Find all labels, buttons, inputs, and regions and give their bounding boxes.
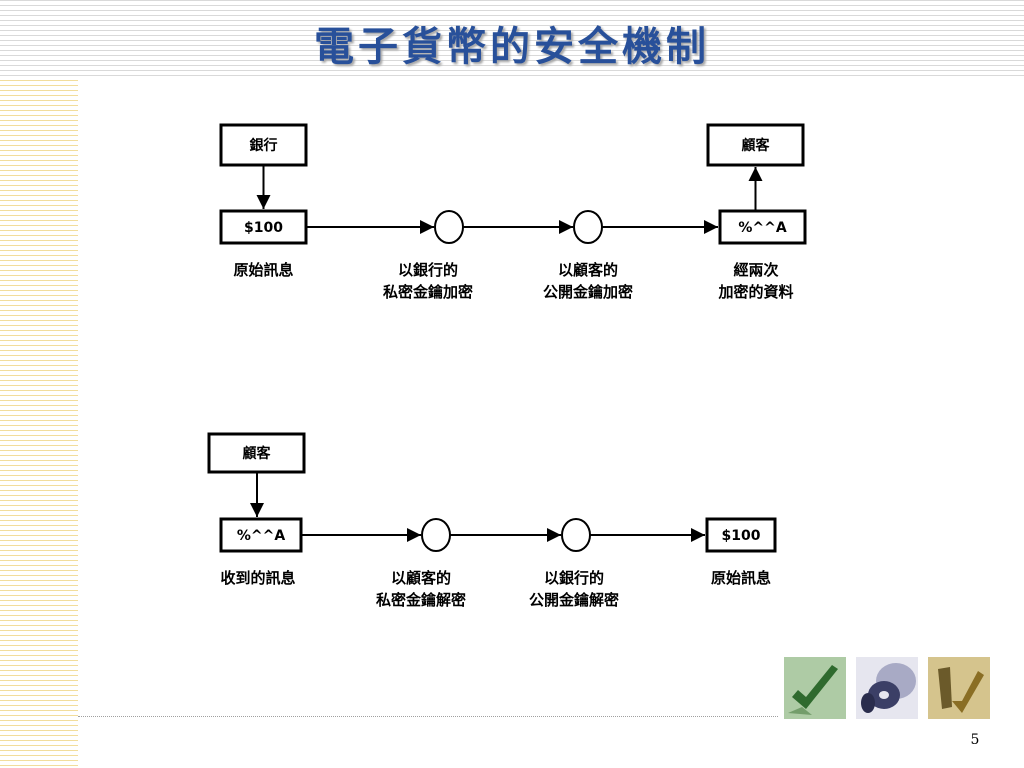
- label-bank-private-line2: 私密金鑰加密: [382, 283, 473, 301]
- label-customer-public-line2: 公開金鑰加密: [543, 283, 633, 301]
- label-customer-private-line2: 私密金鑰解密: [375, 591, 466, 609]
- customer-private-key-decrypt-node: [421, 518, 451, 552]
- bank-box: [219, 123, 308, 167]
- label-original-message-2: 原始訊息: [711, 569, 771, 587]
- label-bank-public-line2: 公開金鑰解密: [529, 591, 619, 609]
- decryption-flow: 顧客 %^^A $100 收到的訊息 以顧客的 私密金鑰解密 以銀行的 公開金鑰…: [207, 432, 777, 609]
- customer-box-2: [207, 432, 306, 474]
- label-bank-public-line1: 以銀行的: [544, 569, 604, 587]
- pen-icon: [928, 657, 990, 719]
- footer-divider: [78, 716, 778, 717]
- customer-box-label: 顧客: [742, 137, 771, 154]
- label-double-encrypted-line2: 加密的資料: [717, 283, 793, 301]
- decorative-thumbnails: [784, 657, 994, 719]
- label-original-message: 原始訊息: [233, 261, 293, 279]
- checkmark-icon: [784, 657, 846, 719]
- bank-private-key-encrypt-node: [434, 210, 464, 244]
- decrypted-message-value: $100: [722, 528, 761, 544]
- encryption-flow: 銀行 顧客 $100 %^^A 原始訊息 以銀行的 私密金鑰加密 以顧客的 公開…: [219, 123, 807, 301]
- original-message-value: $100: [244, 220, 283, 236]
- label-received-message: 收到的訊息: [220, 569, 295, 587]
- label-customer-public-line1: 以顧客的: [558, 261, 618, 279]
- label-customer-private-line1: 以顧客的: [391, 569, 451, 587]
- header-stripes: [0, 0, 1024, 80]
- label-double-encrypted-line1: 經兩次: [733, 261, 778, 279]
- customer-box: [706, 123, 805, 167]
- received-message-value: %^^A: [237, 528, 285, 544]
- page-number: 5: [970, 732, 980, 748]
- bank-box-label: 銀行: [250, 137, 278, 154]
- customer-box-2-label: 顧客: [243, 445, 272, 462]
- double-encrypted-value: %^^A: [738, 220, 786, 236]
- sidebar-stripes: [0, 80, 78, 768]
- bank-public-key-decrypt-node: [561, 518, 591, 552]
- disc-icon: [856, 657, 918, 719]
- decrypted-message-box: [705, 517, 777, 553]
- received-message-box: [219, 517, 303, 553]
- label-bank-private-line1: 以銀行的: [398, 261, 458, 279]
- customer-public-key-encrypt-node: [573, 210, 603, 244]
- double-encrypted-box: [718, 209, 807, 245]
- original-message-box: [219, 209, 308, 245]
- slide-title: 電子貨幣的安全機制: [314, 23, 710, 70]
